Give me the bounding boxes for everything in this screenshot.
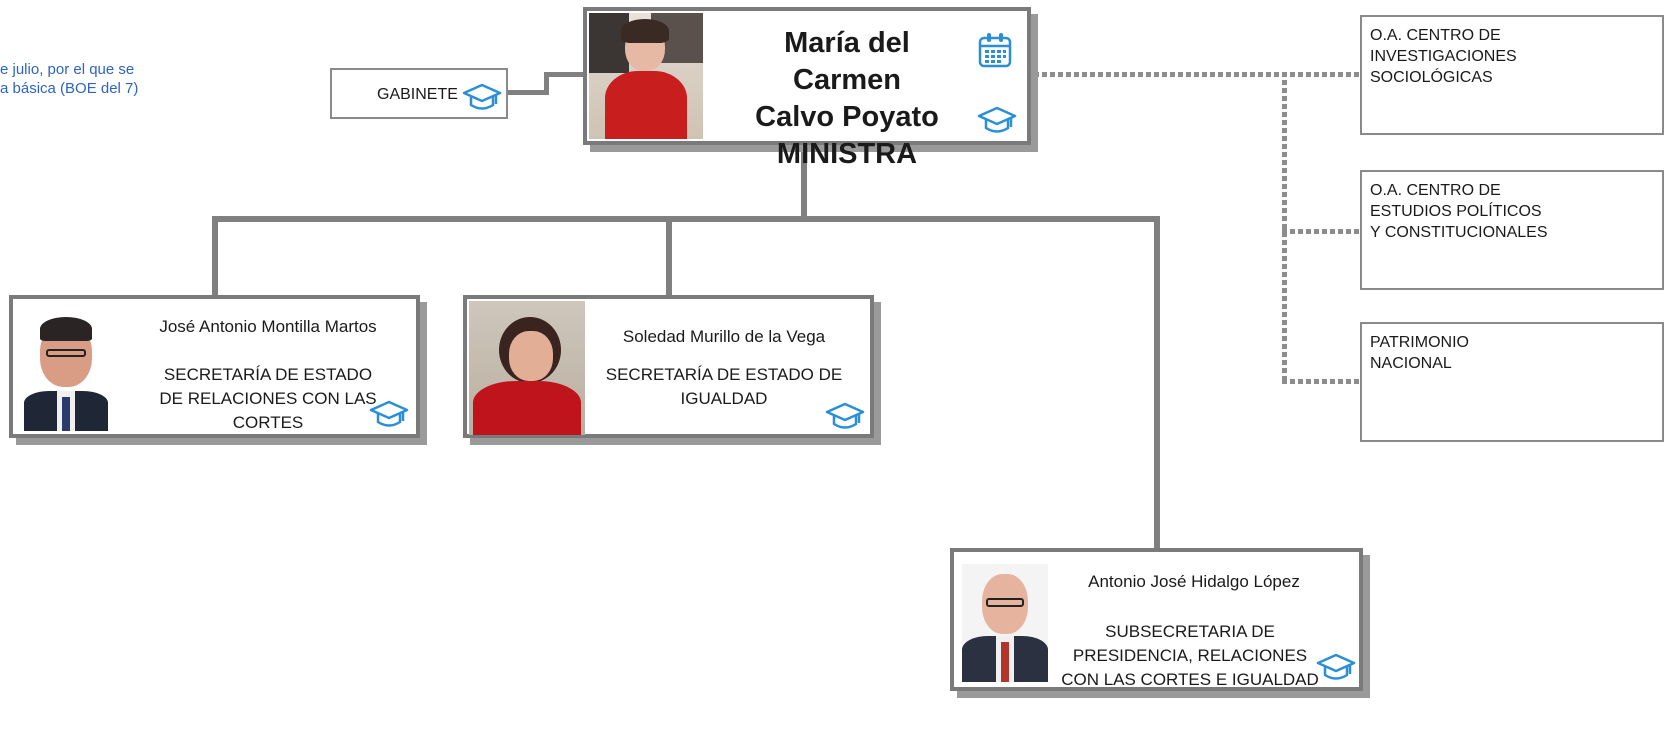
secretary-photo-2 — [469, 301, 585, 435]
connector-cabinet-b — [544, 72, 549, 95]
dotted-connector-vertical — [1282, 72, 1287, 384]
connector-secretary-1 — [212, 216, 218, 296]
organism-1-line-2: INVESTIGACIONES — [1370, 48, 1517, 65]
minister-box[interactable]: María del Carmen Calvo Poyato MINISTRA — [583, 7, 1031, 170]
connector-secretary-2 — [666, 216, 672, 296]
organism-label-2: O.A. CENTRO DE ESTUDIOS POLÍTICOS Y CONS… — [1370, 180, 1548, 243]
organism-3-line-2: NACIONAL — [1370, 355, 1452, 372]
connector-horizontal-main — [212, 216, 1160, 222]
organism-2-line-2: ESTUDIOS POLÍTICOS — [1370, 203, 1542, 220]
organism-label-1: O.A. CENTRO DE INVESTIGACIONES SOCIOLÓGI… — [1370, 25, 1517, 88]
subsecretary-photo — [962, 564, 1048, 682]
organism-box-cis[interactable]: O.A. CENTRO DE INVESTIGACIONES SOCIOLÓGI… — [1360, 15, 1664, 135]
secretary-name-2: Soledad Murillo de la Vega — [622, 327, 826, 346]
legal-note-line-1: e julio, por el que se — [0, 61, 135, 78]
graduation-cap-icon[interactable] — [977, 105, 1017, 135]
connector-cabinet-a — [506, 90, 548, 95]
graduation-cap-icon[interactable] — [1316, 652, 1356, 682]
organism-box-cepc[interactable]: O.A. CENTRO DE ESTUDIOS POLÍTICOS Y CONS… — [1360, 170, 1664, 290]
secretary-unit-1-line-3: CORTES — [232, 413, 304, 432]
subsecretary-unit-line-3: CON LAS CORTES E IGUALDAD — [1061, 670, 1319, 689]
secretary-name-1: José Antonio Montilla Martos — [159, 317, 377, 336]
secretary-unit-1-line-2: DE RELACIONES CON LAS — [159, 389, 377, 408]
secretary-box-equality[interactable]: Soledad Murillo de la Vega SECRETARÍA DE… — [463, 295, 874, 438]
dotted-connector-main — [1034, 72, 1360, 77]
graduation-cap-icon[interactable] — [369, 399, 409, 429]
legal-note-line-2: a básica (BOE del 7) — [0, 80, 139, 97]
subsecretary-unit-line-1: SUBSECRETARIA DE — [1105, 622, 1275, 641]
dotted-connector-organism-2 — [1282, 229, 1360, 234]
cabinet-box[interactable]: GABINETE — [330, 68, 508, 119]
subsecretary-unit-line-2: PRESIDENCIA, RELACIONES — [1072, 646, 1308, 665]
minister-name-line-1: María del Carmen — [784, 27, 910, 96]
organism-box-patrimonio[interactable]: PATRIMONIO NACIONAL — [1360, 322, 1664, 442]
secretary-unit-2-line-1: SECRETARÍA DE ESTADO DE — [605, 365, 843, 384]
secretary-box-relations[interactable]: José Antonio Montilla Martos SECRETARÍA … — [9, 295, 420, 438]
secretary-unit-1-line-1: SECRETARÍA DE ESTADO — [163, 365, 373, 384]
cabinet-label: GABINETE — [377, 86, 458, 103]
organism-2-line-1: O.A. CENTRO DE — [1370, 182, 1501, 199]
subsecretary-box[interactable]: Antonio José Hidalgo López SUBSECRETARIA… — [950, 548, 1363, 691]
minister-title: María del Carmen Calvo Poyato MINISTRA — [737, 25, 957, 173]
organism-1-line-3: SOCIOLÓGICAS — [1370, 69, 1493, 86]
secretary-unit-2-line-2: IGUALDAD — [680, 389, 768, 408]
graduation-cap-icon[interactable] — [462, 82, 502, 112]
secretary-photo-1 — [24, 309, 108, 431]
subsecretary-name: Antonio José Hidalgo López — [1088, 572, 1300, 591]
minister-role: MINISTRA — [776, 138, 918, 170]
legal-note: e julio, por el que se a básica (BOE del… — [0, 60, 138, 98]
organism-1-line-1: O.A. CENTRO DE — [1370, 27, 1501, 44]
connector-cabinet-c — [544, 72, 586, 77]
connector-minister-down — [801, 148, 807, 220]
connector-subsecretary — [1154, 216, 1160, 550]
calendar-icon[interactable] — [977, 31, 1013, 69]
dotted-connector-organism-3 — [1282, 379, 1360, 384]
subsecretary-unit: SUBSECRETARIA DE PRESIDENCIA, RELACIONES… — [1058, 620, 1322, 692]
organism-label-3: PATRIMONIO NACIONAL — [1370, 332, 1469, 374]
graduation-cap-icon[interactable] — [825, 401, 865, 431]
organism-3-line-1: PATRIMONIO — [1370, 334, 1469, 351]
secretary-unit-2: SECRETARÍA DE ESTADO DE IGUALDAD — [589, 363, 859, 411]
secretary-unit-1: SECRETARÍA DE ESTADO DE RELACIONES CON L… — [133, 363, 403, 435]
organism-2-line-3: Y CONSTITUCIONALES — [1370, 224, 1548, 241]
minister-photo — [589, 13, 703, 139]
minister-name-line-2: Calvo Poyato — [755, 101, 939, 133]
